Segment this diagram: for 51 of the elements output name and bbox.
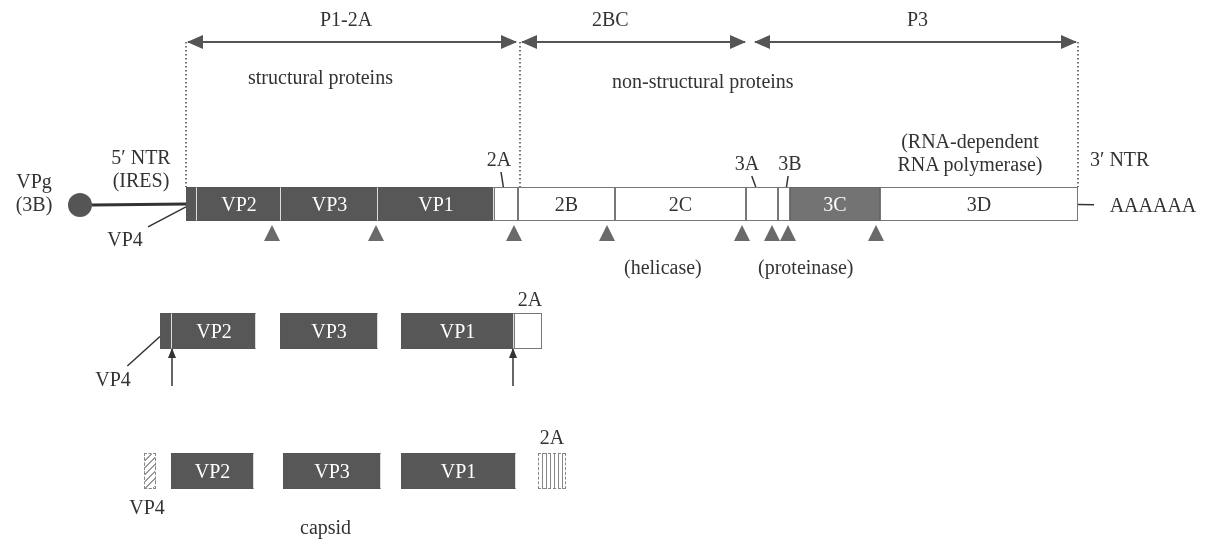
protein-segment: VP2 [171, 453, 254, 489]
annotation-text: 5′ NTR (IRES) [110, 146, 172, 192]
connector-line [92, 202, 186, 207]
annotation-text: capsid [300, 516, 352, 539]
segment-label: 2A [484, 146, 514, 172]
protein-segment: VP3 [283, 453, 381, 489]
protein-segment: VP1 [401, 313, 514, 349]
protein-segment: VP3 [280, 313, 378, 349]
segment-label: VP4 [90, 366, 136, 392]
protein-segment: 3D [880, 187, 1078, 221]
leader-line [785, 175, 789, 188]
leader-line [500, 171, 505, 188]
protein-segment [494, 187, 518, 221]
segment-label: 2A [538, 426, 566, 449]
annotation-text: structural proteins [248, 66, 393, 89]
segment-label: VPg (3B) [14, 170, 54, 216]
leader-line [126, 335, 161, 367]
annotation-text: (RNA-dependent RNA polymerase) [896, 130, 1044, 176]
protein-segment: 3C [790, 187, 880, 221]
annotation-text: 3′ NTR [1090, 148, 1150, 171]
leader-line [147, 206, 187, 228]
vpg-circle [68, 193, 92, 217]
annotation-text: 2BC [592, 8, 629, 31]
protein-segment [538, 453, 566, 489]
segment-label: VP4 [102, 226, 148, 252]
protein-segment [514, 313, 542, 349]
annotation-text: (proteinase) [758, 256, 854, 279]
protein-segment: VP3 [281, 187, 378, 221]
segment-label: 3A [731, 150, 763, 176]
annotation-text: P1-2A [320, 8, 373, 31]
segment-label: AAAAAA [1094, 190, 1212, 220]
arrow [168, 348, 176, 387]
segment-label: 2A [516, 288, 544, 311]
annotation-text: non-structural proteins [612, 70, 794, 93]
segment-label: 3B [774, 150, 806, 176]
protein-segment: VP1 [401, 453, 516, 489]
arrow [509, 348, 517, 387]
annotation-text: P3 [907, 8, 929, 31]
protein-segment: 2C [615, 187, 746, 221]
protein-segment: VP2 [197, 187, 281, 221]
annotation-text: (helicase) [624, 256, 702, 279]
protein-segment [778, 187, 790, 221]
protein-segment [746, 187, 778, 221]
protein-segment [186, 187, 197, 221]
protein-segment [144, 453, 156, 489]
protein-segment [160, 313, 172, 349]
leader-line [751, 175, 757, 188]
protein-segment: 2B [518, 187, 615, 221]
segment-label: VP4 [128, 496, 166, 519]
protein-segment: VP1 [378, 187, 494, 221]
protein-segment: VP2 [172, 313, 256, 349]
